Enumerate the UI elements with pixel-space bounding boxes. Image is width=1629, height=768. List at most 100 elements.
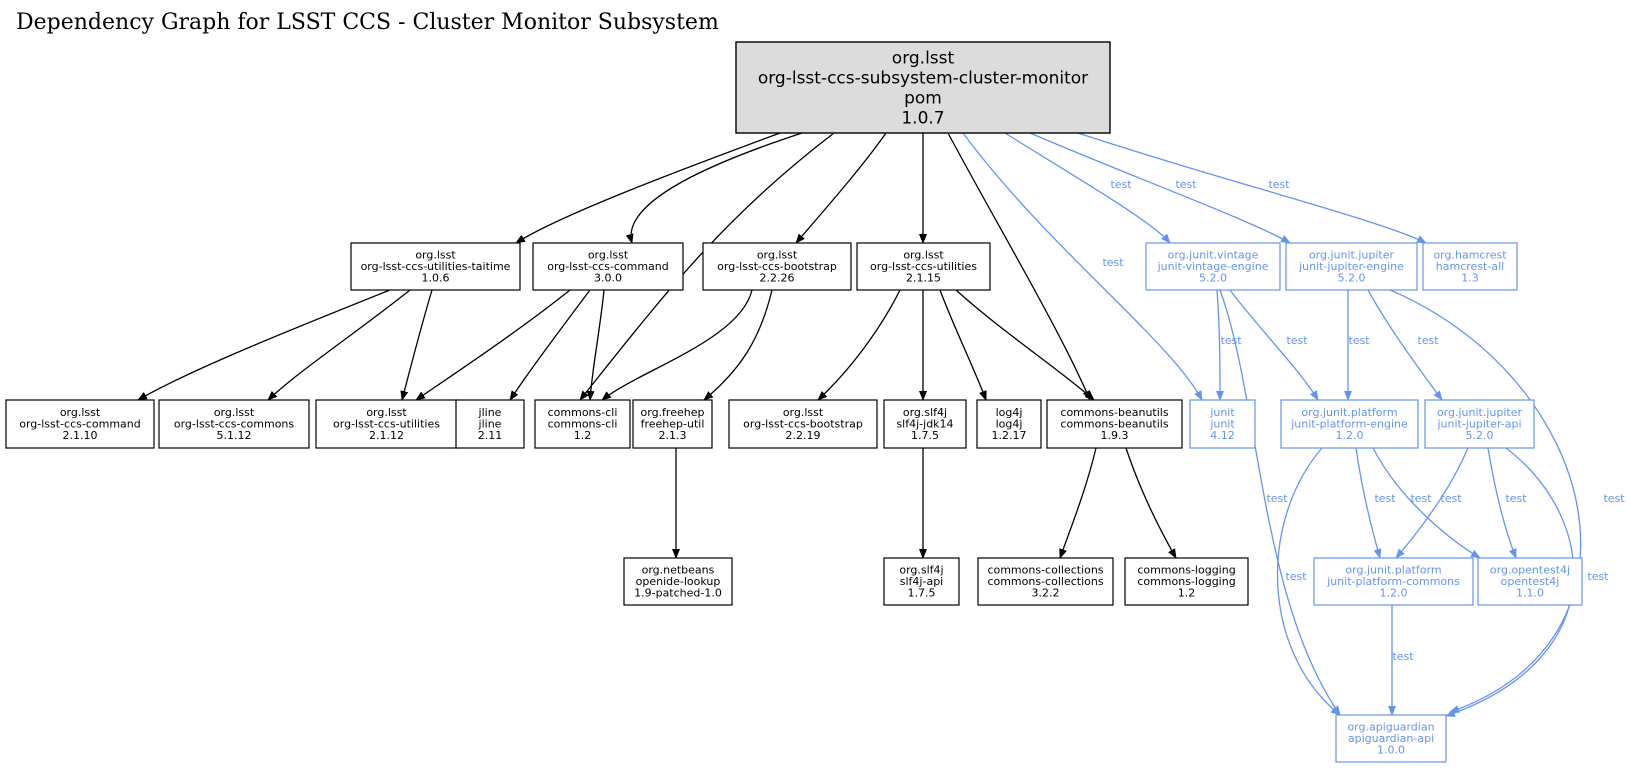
node-platcommons-line-0: org.junit.platform bbox=[1345, 564, 1441, 577]
node-collections-line-0: commons-collections bbox=[987, 564, 1103, 577]
node-command2110-line-1: org-lsst-ccs-command bbox=[19, 418, 141, 431]
node-box-vintage bbox=[1145, 242, 1281, 291]
edge-label-root-to-vintage: test bbox=[1110, 178, 1132, 191]
node-cli-line-1: commons-cli bbox=[548, 418, 618, 431]
node-hamcrest-line-0: org.hamcrest bbox=[1433, 249, 1507, 262]
node-hamcrest-line-2: 1.3 bbox=[1461, 272, 1479, 285]
node-jupapi-line-0: org.junit.jupiter bbox=[1437, 406, 1523, 419]
node-jupengine: org.junit.jupiterjunit-jupiter-engine5.2… bbox=[1285, 242, 1418, 291]
node-taitime: org.lsstorg-lsst-ccs-utilities-taitime1.… bbox=[350, 242, 521, 291]
edge-label-jupengine-to-jupapi: test bbox=[1417, 334, 1439, 347]
node-box-taitime bbox=[350, 242, 521, 291]
nodes-layer: org.lsstorg-lsst-ccs-subsystem-cluster-m… bbox=[5, 41, 1583, 763]
node-box-bootstrap2219 bbox=[728, 399, 878, 449]
node-platengine-line-2: 1.2.0 bbox=[1336, 429, 1364, 442]
node-openide-line-2: 1.9-patched-1.0 bbox=[634, 587, 722, 600]
edge-root-to-command300 bbox=[625, 132, 803, 244]
node-beanutils-line-1: commons-beanutils bbox=[1060, 418, 1168, 431]
edge-vintage-to-apiguardian bbox=[1219, 289, 1341, 716]
node-box-jdk14 bbox=[883, 399, 967, 449]
edge-root-to-taitime bbox=[515, 132, 781, 244]
node-command300-line-2: 3.0.0 bbox=[594, 272, 622, 285]
node-beanutils-line-0: commons-beanutils bbox=[1060, 406, 1168, 419]
node-box-collections bbox=[977, 557, 1114, 606]
edge-root-to-vintage bbox=[1004, 132, 1171, 244]
edge-vintage-to-platengine bbox=[1229, 289, 1319, 401]
node-junit-line-2: 4.12 bbox=[1210, 429, 1235, 442]
node-platcommons-line-1: junit-platform-commons bbox=[1326, 575, 1460, 588]
node-collections-line-1: commons-collections bbox=[987, 575, 1103, 588]
edge-label-jupengine-to-apiguardian: test bbox=[1603, 492, 1625, 505]
edge-platengine-to-platcommons bbox=[1355, 447, 1382, 559]
node-box-slf4japi bbox=[883, 557, 960, 606]
edge-label-root-to-jupengine: test bbox=[1175, 178, 1197, 191]
node-taitime-line-2: 1.0.6 bbox=[422, 272, 450, 285]
node-platengine-line-0: org.junit.platform bbox=[1301, 406, 1397, 419]
node-taitime-line-1: org-lsst-ccs-utilities-taitime bbox=[361, 260, 511, 273]
node-bootstrap2226-line-1: org-lsst-ccs-bootstrap bbox=[717, 260, 837, 273]
node-platcommons-line-2: 1.2.0 bbox=[1380, 587, 1408, 600]
edge-platengine-to-opentest bbox=[1372, 447, 1481, 559]
node-freehep-line-2: 2.1.3 bbox=[659, 429, 687, 442]
node-box-platcommons bbox=[1313, 557, 1474, 606]
node-vintage-line-1: junit-vintage-engine bbox=[1157, 260, 1269, 273]
edge-label-platcommons-to-apiguardian: test bbox=[1392, 650, 1414, 663]
edge-label-jupapi-to-opentest: test bbox=[1505, 492, 1527, 505]
node-jupengine-line-1: junit-jupiter-engine bbox=[1298, 260, 1404, 273]
edge-label-vintage-to-platengine: test bbox=[1286, 334, 1308, 347]
node-platengine-line-1: junit-platform-engine bbox=[1290, 418, 1408, 431]
node-apiguardian-line-2: 1.0.0 bbox=[1377, 744, 1405, 757]
edge-label-platengine-to-platcommons: test bbox=[1374, 492, 1396, 505]
node-apiguardian-line-0: org.apiguardian bbox=[1347, 721, 1434, 734]
node-box-junit bbox=[1189, 399, 1256, 449]
node-box-platengine bbox=[1280, 399, 1419, 449]
edge-bootstrap2226-to-cli bbox=[601, 289, 753, 401]
node-logging-line-2: 1.2 bbox=[1178, 587, 1196, 600]
node-bootstrap2226-line-0: org.lsst bbox=[757, 249, 798, 262]
node-box-beanutils bbox=[1046, 399, 1183, 449]
edge-command300-to-cli bbox=[586, 289, 605, 401]
edge-taitime-to-commons5112 bbox=[267, 289, 411, 401]
node-openide-line-1: openide-lookup bbox=[636, 575, 721, 588]
node-log4j-line-2: 1.2.17 bbox=[992, 429, 1027, 442]
edge-label-vintage-to-junit: test bbox=[1220, 334, 1242, 347]
edge-command300-to-jline bbox=[509, 289, 591, 401]
edges-layer: test test test test test test test test test test… bbox=[137, 132, 1625, 717]
node-utilities2112-line-0: org.lsst bbox=[366, 406, 407, 419]
node-utilities2115-line-1: org-lsst-ccs-utilities bbox=[870, 260, 977, 273]
node-box-jline bbox=[455, 399, 525, 449]
node-box-cli bbox=[534, 399, 631, 449]
edge-beanutils-to-collections bbox=[1059, 447, 1097, 559]
node-logging-line-0: commons-logging bbox=[1137, 564, 1235, 577]
node-box-freehep bbox=[632, 399, 713, 449]
node-jline-line-2: 2.11 bbox=[478, 429, 503, 442]
node-box-log4j bbox=[976, 399, 1042, 449]
node-box-command300 bbox=[532, 242, 684, 291]
edge-root-to-beanutils bbox=[947, 132, 1091, 401]
node-hamcrest-line-1: hamcrest-all bbox=[1436, 260, 1504, 273]
node-root-line-2: pom bbox=[904, 89, 942, 109]
edge-jupengine-to-jupapi bbox=[1367, 289, 1443, 401]
node-collections: commons-collectionscommons-collections3.… bbox=[977, 557, 1114, 606]
edge-taitime-to-utilities2112 bbox=[400, 289, 433, 401]
edge-bootstrap2226-to-freehep bbox=[703, 289, 773, 401]
node-root-line-0: org.lsst bbox=[892, 49, 955, 69]
node-platcommons: org.junit.platformjunit-platform-commons… bbox=[1313, 557, 1474, 606]
node-slf4japi-line-2: 1.7.5 bbox=[908, 587, 936, 600]
node-bootstrap2219-line-2: 2.2.19 bbox=[786, 429, 821, 442]
edge-label-platengine-to-apiguardian: test bbox=[1285, 570, 1307, 583]
node-box-apiguardian bbox=[1335, 714, 1447, 763]
edge-vintage-to-junit bbox=[1215, 289, 1224, 401]
node-junit-line-1: junit bbox=[1209, 418, 1235, 431]
edge-utilities2115-to-beanutils bbox=[955, 289, 1095, 401]
node-freehep-line-1: freehep-util bbox=[641, 418, 705, 431]
